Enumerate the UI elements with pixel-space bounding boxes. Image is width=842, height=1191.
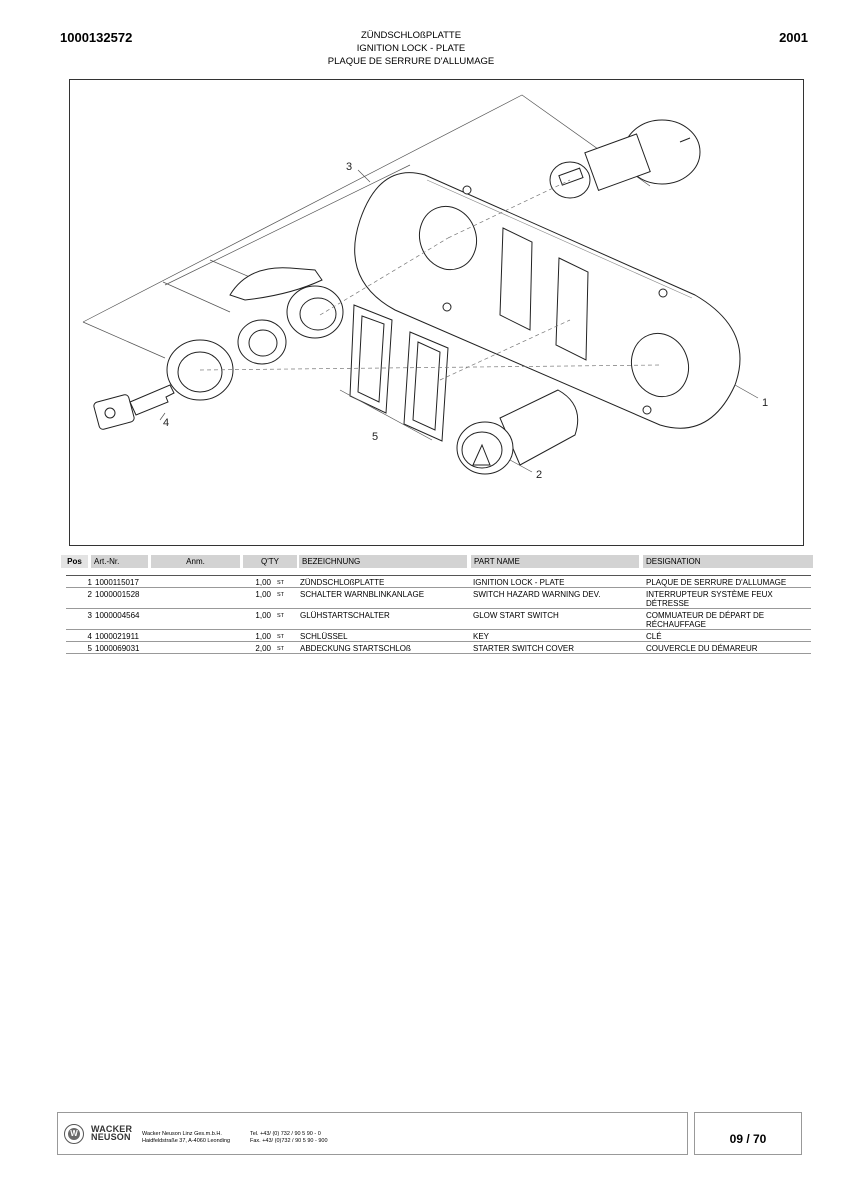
row-unit: ST: [277, 592, 285, 598]
brand-line-1: WACKER: [91, 1124, 133, 1134]
table-row: 4 1000021911 1,00 ST SCHLÜSSEL KEY CLÉ: [66, 630, 811, 642]
switch-cover-left: [349, 304, 393, 414]
row-art-nr: 1000004564: [95, 611, 140, 620]
row-unit: ST: [277, 580, 285, 586]
row-qty: 1,00: [255, 578, 271, 587]
row-pos: 4: [87, 632, 92, 641]
ignition-key: [93, 384, 175, 430]
callout-5: 5: [372, 431, 378, 443]
brand-line-2: NEUSON: [91, 1132, 131, 1142]
callout-2: 2: [536, 469, 542, 481]
company-street: Haidfeldstraße 37, A-4060 Leonding: [142, 1138, 231, 1144]
parts-table-header: Pos Art.-Nr. Anm. Q'TY BEZEICHNUNG PART …: [61, 555, 813, 568]
glow-start-switch: [549, 119, 701, 199]
flip-cap: [229, 267, 323, 301]
brand-name: WACKER NEUSON: [91, 1124, 133, 1142]
row-part-name: KEY: [473, 632, 490, 641]
row-unit: ST: [277, 646, 285, 652]
row-qty: 1,00: [255, 611, 271, 620]
row-part-name: SWITCH HAZARD WARNING DEV.: [473, 590, 601, 599]
row-bezeichnung: ABDECKUNG STARTSCHLOß: [300, 644, 411, 653]
header-qty: Q'TY: [243, 555, 297, 568]
row-bezeichnung: SCHLÜSSEL: [300, 632, 348, 641]
row-qty: 2,00: [255, 644, 271, 653]
row-art-nr: 1000001528: [95, 590, 140, 599]
row-qty: 1,00: [255, 590, 271, 599]
phone-number: Tel. +43/ (0) 732 / 90 5 90 - 0: [250, 1131, 321, 1137]
parts-table-body: 1 1000115017 1,00 ST ZÜNDSCHLOßPLATTE IG…: [66, 575, 811, 654]
header-pos: Pos: [61, 555, 88, 568]
switch-cover-right: [403, 331, 449, 442]
hazard-switch: [456, 389, 579, 475]
company-contact: Tel. +43/ (0) 732 / 90 5 90 - 0 Fax. +43…: [250, 1131, 328, 1145]
row-designation: PLAQUE DE SERRURE D'ALLUMAGE: [646, 578, 787, 587]
callout-4: 4: [163, 417, 169, 429]
row-part-name: STARTER SWITCH COVER: [473, 644, 575, 653]
wacker-neuson-logo-icon: W: [64, 1124, 84, 1144]
page-footer: W WACKER NEUSON Wacker Neuson Linz Ges.m…: [57, 1112, 688, 1155]
row-designation: COMMUATEUR DE DÉPART DE RÉCHAUFFAGE: [646, 611, 765, 629]
row-bezeichnung: SCHALTER WARNBLINKANLAGE: [300, 590, 425, 599]
row-bezeichnung: ZÜNDSCHLOßPLATTE: [300, 578, 385, 587]
row-qty: 1,00: [255, 632, 271, 641]
page-number-box: 09 / 70: [694, 1112, 802, 1155]
row-unit: ST: [277, 613, 285, 619]
company-address: Wacker Neuson Linz Ges.m.b.H. Haidfeldst…: [142, 1131, 230, 1145]
table-row: 5 1000069031 2,00 ST ABDECKUNG STARTSCHL…: [66, 642, 811, 654]
row-part-name: IGNITION LOCK - PLATE: [473, 578, 565, 587]
callout-1: 1: [762, 397, 768, 409]
row-pos: 5: [87, 644, 92, 653]
exploded-parts-drawing: 1 2 3 4 5: [69, 79, 804, 546]
row-art-nr: 1000115017: [95, 578, 139, 587]
row-bezeichnung: GLÜHSTARTSCHALTER: [300, 611, 390, 620]
title-german: ZÜNDSCHLOßPLATTE: [360, 30, 462, 41]
row-designation: COUVERCLE DU DÉMAREUR: [646, 644, 758, 653]
table-row: 2 1000001528 1,00 ST SCHALTER WARNBLINKA…: [66, 588, 811, 609]
document-year: 2001: [779, 30, 808, 45]
header-part-name: PART NAME: [471, 555, 639, 568]
company-name: Wacker Neuson Linz Ges.m.b.H.: [142, 1131, 222, 1137]
page-title: ZÜNDSCHLOßPLATTE IGNITION LOCK - PLATE P…: [260, 29, 562, 68]
row-pos: 1: [87, 578, 92, 587]
header-bezeichnung: BEZEICHNUNG: [299, 555, 467, 568]
row-designation: INTERRUPTEUR SYSTÈME FEUX DÉTRESSE: [646, 590, 773, 608]
header-anm: Anm.: [151, 555, 240, 568]
callout-3: 3: [346, 161, 352, 173]
row-pos: 3: [87, 611, 92, 620]
row-unit: ST: [277, 634, 285, 640]
title-french: PLAQUE DE SERRURE D'ALLUMAGE: [327, 56, 495, 67]
row-pos: 2: [87, 590, 92, 599]
fax-number: Fax. +43/ (0)732 / 90 5 90 - 900: [250, 1138, 328, 1144]
table-row: 1 1000115017 1,00 ST ZÜNDSCHLOßPLATTE IG…: [66, 576, 811, 588]
page-number: 09 / 70: [729, 1132, 767, 1146]
assembly-plane-lines-inner: [164, 164, 411, 286]
drawing-canvas: 1 2 3 4 5: [82, 94, 768, 481]
row-part-name: GLOW START SWITCH: [473, 611, 559, 620]
title-english: IGNITION LOCK - PLATE: [356, 43, 466, 54]
header-designation: DESIGNATION: [643, 555, 813, 568]
table-row: 3 1000004564 1,00 ST GLÜHSTARTSCHALTER G…: [66, 609, 811, 630]
row-art-nr: 1000021911: [95, 632, 139, 641]
row-designation: CLÉ: [646, 632, 662, 641]
row-art-nr: 1000069031: [95, 644, 140, 653]
header-art-nr: Art.-Nr.: [91, 555, 148, 568]
document-number: 1000132572: [60, 30, 133, 45]
